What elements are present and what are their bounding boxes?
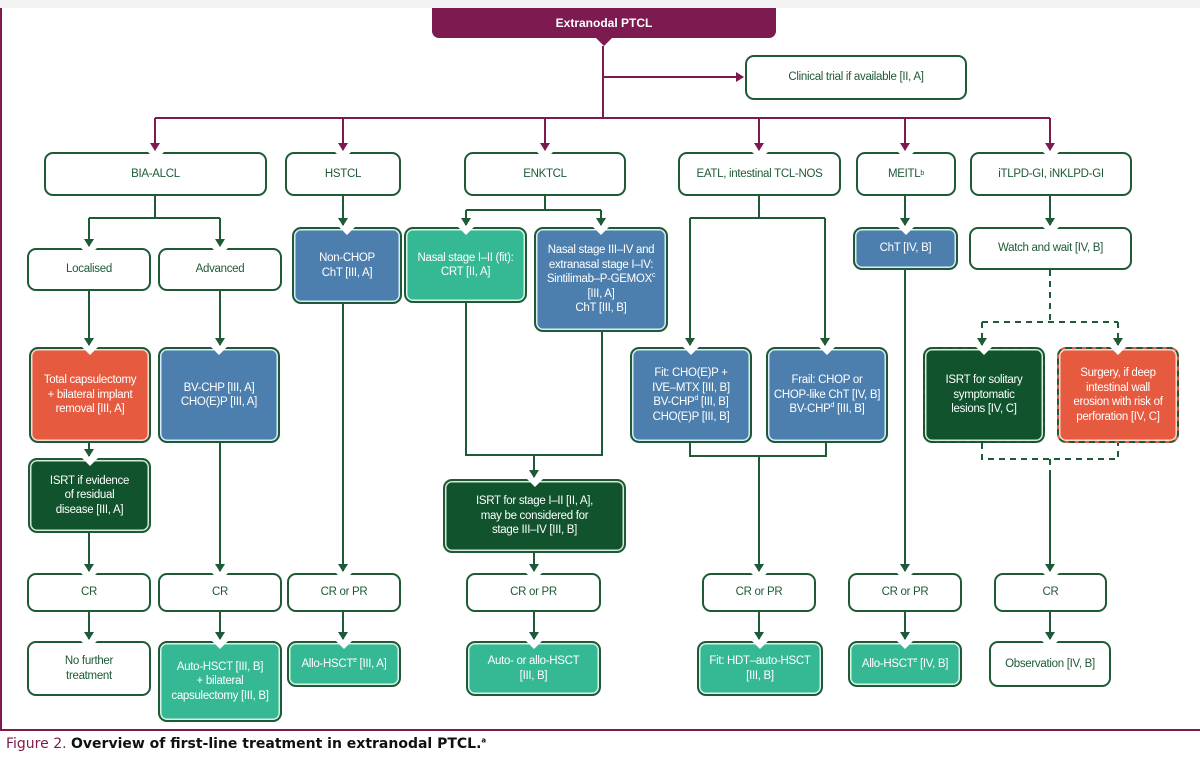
node-eatl-hdt: Fit: HDT–auto-HSCT [III, B]	[697, 641, 823, 696]
node-hstcl-allo-hsct: Allo-HSCTe [III, A]	[287, 641, 401, 687]
hstcl-allo-level: [III, A]	[356, 657, 387, 670]
meitl-allo-label: Allo-HSCT	[861, 657, 914, 670]
node-localised: Localised	[27, 248, 151, 291]
node-enktcl-hsct: Auto- or allo-HSCT [III, B]	[466, 641, 601, 696]
eatl-fit-levels: [III, B] CHO(E)P [III, B]	[652, 396, 730, 423]
node-bia-alcl: BIA-ALCL	[44, 152, 267, 196]
eatl-fit-footnote: d	[694, 395, 699, 403]
node-itlpd-cr: CR	[994, 573, 1107, 612]
nasal-advanced-levels: [III, A] ChT [III, B]	[575, 287, 627, 315]
node-advanced: Advanced	[158, 248, 282, 291]
node-eatl-frail: Frail: CHOP or CHOP-like ChT [IV, B] BV-…	[766, 347, 888, 443]
node-watch-and-wait: Watch and wait [IV, B]	[969, 227, 1132, 270]
node-cr-localised: CR	[27, 573, 151, 612]
figure-label: Figure 2.	[6, 736, 67, 752]
node-bv-chp: BV-CHP [III, A] CHO(E)P [III, A]	[158, 347, 280, 443]
node-cr-advanced: CR	[158, 573, 282, 612]
figure-frame	[0, 8, 1200, 731]
clinical-trial-node: Clinical trial if available [II, A]	[745, 55, 967, 100]
node-enktcl-cr-pr: CR or PR	[466, 573, 601, 612]
node-meitl-cht: ChT [IV, B]	[853, 227, 958, 270]
figure-title: Overview of first-line treatment in extr…	[71, 736, 482, 752]
eatl-frail-footnote: d	[830, 402, 835, 410]
hstcl-allo-footnote: e	[353, 656, 357, 664]
caption-footnote: a	[481, 736, 487, 745]
node-enktcl-isrt: ISRT for stage I–II [II, A], may be cons…	[443, 479, 626, 553]
node-nasal-advanced: Nasal stage III–IV and extranasal stage …	[534, 227, 668, 332]
node-eatl-fit: Fit: CHO(E)P + IVE–MTX [III, B] BV-CHPd …	[630, 347, 752, 443]
eatl-frail-levels: [III, B]	[834, 403, 865, 416]
node-itlpd: iTLPD-GI, iNKLPD-GI	[970, 152, 1132, 196]
eatl-frail-text: Frail: CHOP or CHOP-like ChT [IV, B] BV-…	[773, 374, 881, 416]
meitl-allo-footnote: e	[913, 656, 918, 664]
top-band	[0, 0, 1200, 8]
node-eatl-cr-pr: CR or PR	[702, 573, 816, 612]
node-total-capsulectomy: Total capsulectomy + bilateral implant r…	[29, 347, 151, 443]
eatl-fit-text: Fit: CHO(E)P + IVE–MTX [III, B] BV-CHP	[652, 367, 730, 408]
node-isrt-solitary: ISRT for solitary symptomatic lesions [I…	[923, 347, 1045, 443]
node-no-further-treatment: No further treatment	[27, 641, 151, 696]
node-observation: Observation [IV, B]	[989, 641, 1111, 687]
node-auto-hsct-capsulectomy: Auto-HSCT [III, B] + bilateral capsulect…	[158, 641, 282, 722]
node-meitl-cr-pr: CR or PR	[848, 573, 962, 612]
nasal-advanced-text: Nasal stage III–IV and extranasal stage …	[546, 244, 655, 286]
root-node-extranodal-ptcl: Extranodal PTCL	[432, 8, 776, 38]
node-non-chop: Non-CHOP ChT [III, A]	[292, 227, 402, 304]
node-enktcl: ENKTCL	[464, 152, 626, 196]
figure-caption: Figure 2. Overview of first-line treatme…	[6, 736, 486, 752]
node-hstcl-cr-pr: CR or PR	[287, 573, 401, 612]
node-surgery: Surgery, if deep intestinal wall erosion…	[1057, 347, 1179, 443]
node-hstcl: HSTCL	[285, 152, 401, 196]
meitl-label: MEITL	[888, 167, 921, 180]
hstcl-allo-label: Allo-HSCT	[301, 657, 354, 670]
node-meitl-allo-hsct: Allo-HSCTe [IV, B]	[848, 641, 962, 687]
meitl-allo-level: [IV, B]	[917, 657, 949, 670]
node-eatl: EATL, intestinal TCL-NOS	[678, 152, 841, 196]
node-nasal-early: Nasal stage I–II (fit): CRT [II, A]	[404, 227, 527, 303]
nasal-advanced-footnote: c	[651, 272, 656, 280]
node-isrt-residual: ISRT if evidence of residual disease [II…	[28, 458, 151, 533]
